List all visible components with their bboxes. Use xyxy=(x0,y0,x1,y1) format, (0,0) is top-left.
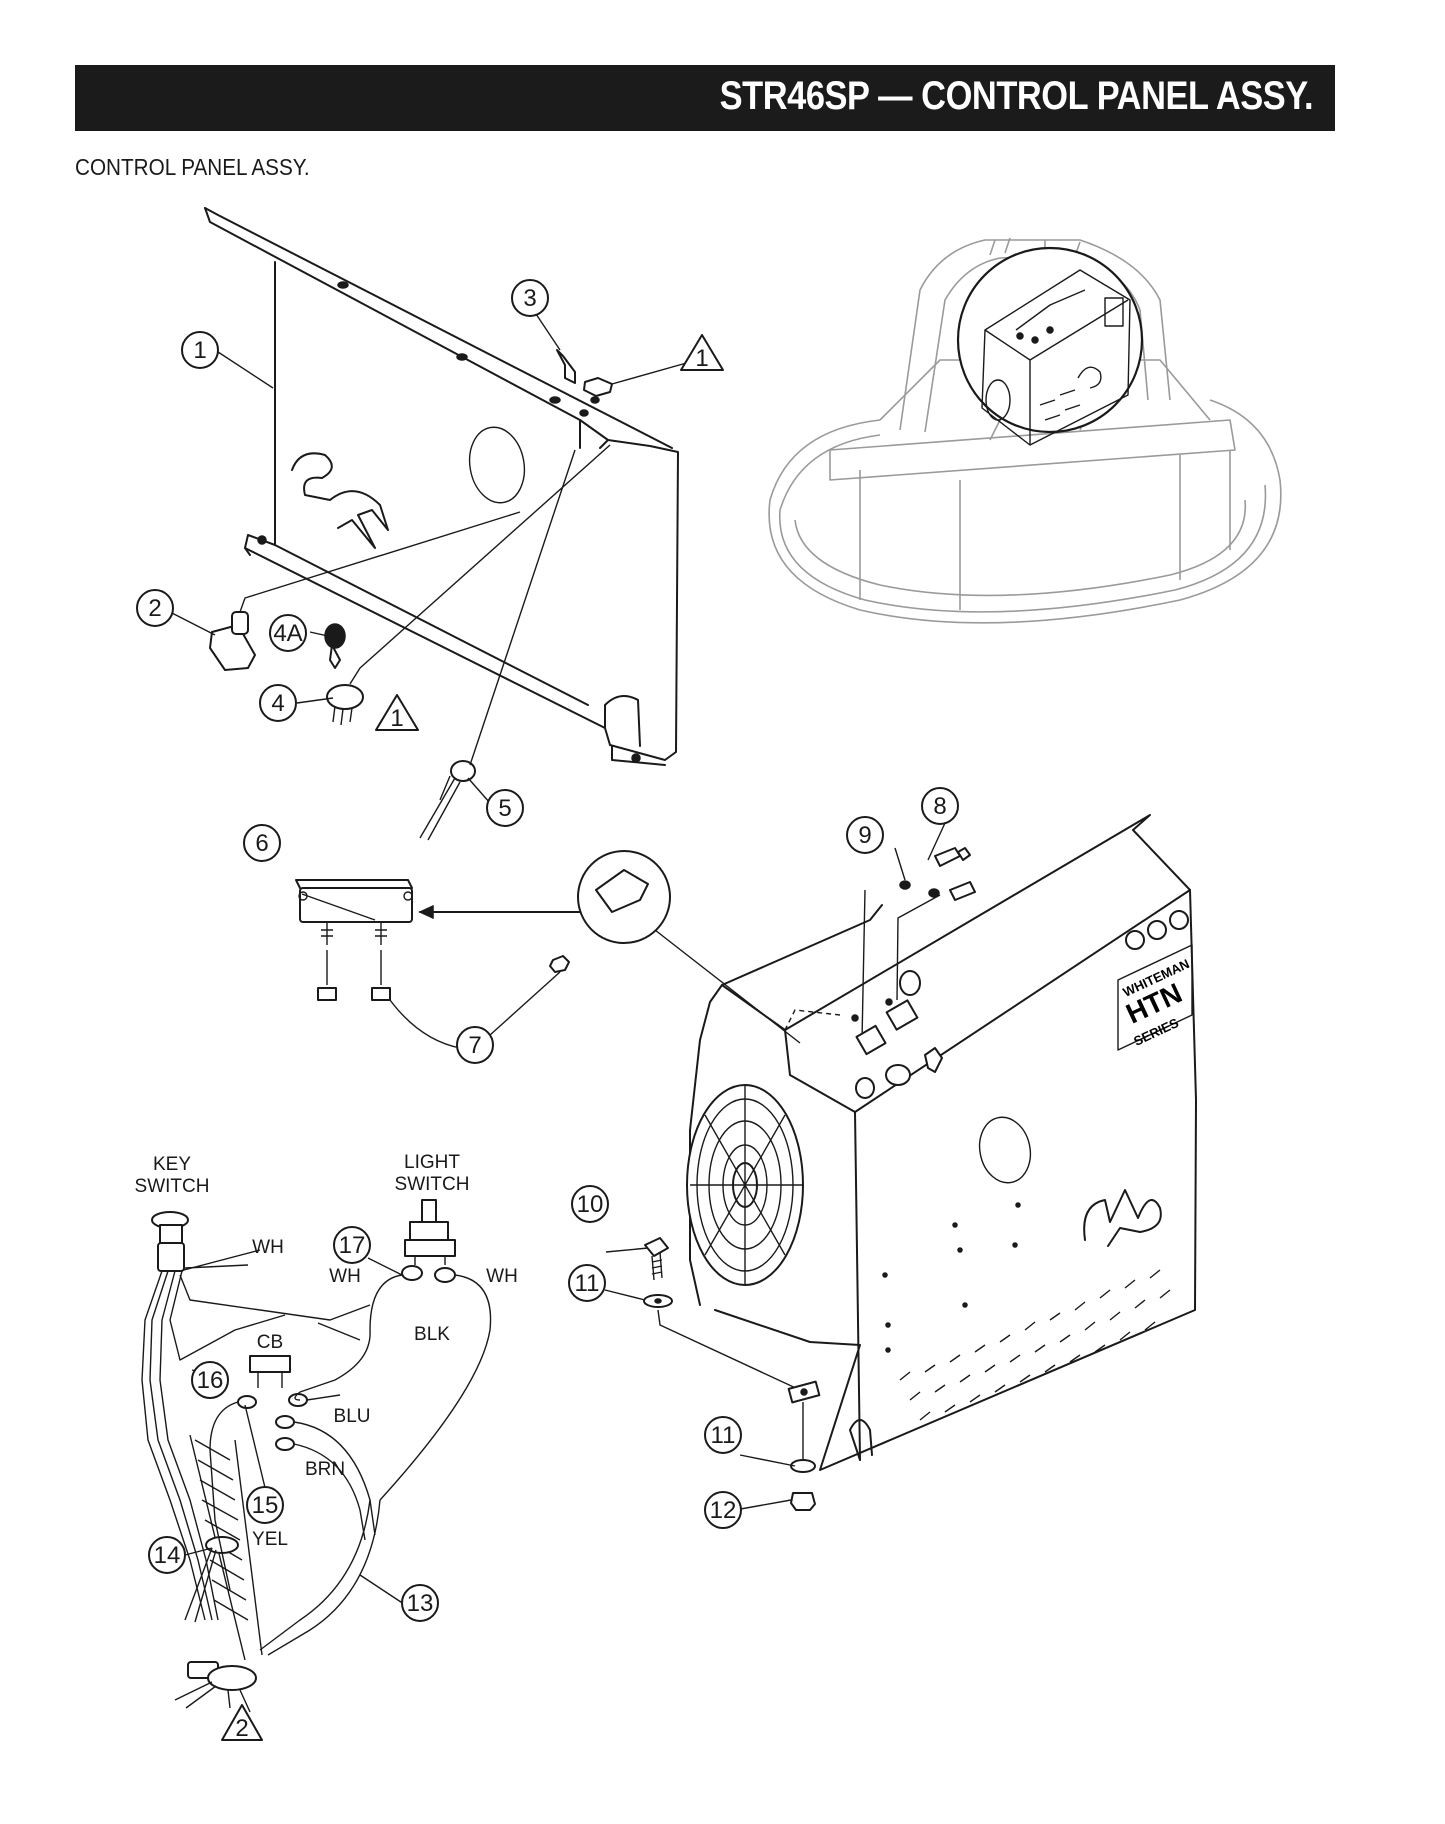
callout-13: 13 xyxy=(401,1584,439,1622)
callout-15: 15 xyxy=(246,1486,284,1524)
part-5-cable-grommet xyxy=(419,449,576,841)
callout-9: 9 xyxy=(846,816,884,854)
control-panel-bracket xyxy=(204,207,679,766)
key-switch-label-line1: KEY xyxy=(153,1154,191,1175)
callout-11-upper: 11 xyxy=(568,1264,606,1302)
wire-label-brn: BRN xyxy=(305,1459,345,1480)
svg-text:3: 3 xyxy=(523,285,536,312)
wire-label-wh-key: WH xyxy=(252,1237,284,1258)
svg-text:4A: 4A xyxy=(273,620,302,647)
callout-12: 12 xyxy=(704,1491,742,1529)
svg-text:16: 16 xyxy=(197,1367,224,1394)
svg-text:1: 1 xyxy=(695,345,708,372)
svg-text:17: 17 xyxy=(339,1232,366,1259)
key-switch-label-line2: SWITCH xyxy=(135,1176,210,1197)
callout-16: 16 xyxy=(191,1361,229,1399)
svg-text:2: 2 xyxy=(235,1715,248,1742)
wire-label-yel: YEL xyxy=(252,1529,288,1550)
callout-6: 6 xyxy=(243,824,281,862)
svg-text:11: 11 xyxy=(711,1422,736,1449)
console-housing: WHITEMAN HTN SERIES xyxy=(686,814,1197,1471)
svg-text:1: 1 xyxy=(193,337,206,364)
svg-text:11: 11 xyxy=(575,1270,600,1297)
callout-4: 4 xyxy=(259,684,297,722)
part-6-circuit-breaker xyxy=(295,879,581,1001)
part-4-key-switch xyxy=(324,444,611,726)
callout-leaders xyxy=(169,307,796,1609)
note-triangle-2: 2 xyxy=(221,1689,263,1742)
callout-3: 3 xyxy=(511,279,549,317)
part-3-toggle xyxy=(556,349,613,397)
header-bar: STR46SP — CONTROL PANEL ASSY. xyxy=(75,65,1335,131)
callout-5: 5 xyxy=(486,789,524,827)
machine-overview xyxy=(768,237,1282,624)
svg-text:4: 4 xyxy=(271,690,284,717)
callout-17: 17 xyxy=(333,1226,371,1264)
note-triangle-1-lower: 1 xyxy=(375,694,419,732)
wire-label-blu: BLU xyxy=(334,1406,371,1427)
svg-text:1: 1 xyxy=(390,705,403,732)
callout-4a: 4A xyxy=(269,614,307,652)
light-switch-label-line2: SWITCH xyxy=(395,1174,470,1195)
svg-text:12: 12 xyxy=(710,1497,737,1524)
svg-text:8: 8 xyxy=(933,793,946,820)
svg-text:2: 2 xyxy=(148,595,161,622)
wire-label-blk: BLK xyxy=(414,1324,450,1345)
page-title: STR46SP — CONTROL PANEL ASSY. xyxy=(719,74,1314,118)
svg-text:10: 10 xyxy=(577,1191,604,1218)
part-8-9-screws xyxy=(861,822,976,1041)
callout-10: 10 xyxy=(571,1185,609,1223)
note-triangle-1-upper: 1 xyxy=(680,334,724,372)
part-7-nuts xyxy=(389,850,801,1049)
part-2-push-button xyxy=(209,511,521,671)
callout-7: 7 xyxy=(456,1026,494,1064)
section-title: CONTROL PANEL ASSY. xyxy=(75,154,310,180)
callout-1: 1 xyxy=(181,331,219,369)
svg-text:15: 15 xyxy=(252,1492,279,1519)
svg-text:9: 9 xyxy=(858,822,871,849)
svg-text:14: 14 xyxy=(154,1542,181,1569)
callout-11-lower: 11 xyxy=(704,1416,742,1454)
callout-2: 2 xyxy=(136,589,174,627)
callout-14: 14 xyxy=(148,1536,186,1574)
cb-label: CB xyxy=(257,1332,283,1353)
wire-label-wh-left: WH xyxy=(329,1266,361,1287)
svg-text:13: 13 xyxy=(407,1590,434,1617)
wire-harness xyxy=(141,1199,492,1713)
svg-text:7: 7 xyxy=(468,1032,481,1059)
light-switch-label-line1: LIGHT xyxy=(404,1152,460,1173)
part-10-12-hardware xyxy=(643,1237,821,1511)
wire-label-wh-right: WH xyxy=(486,1266,518,1287)
callout-8: 8 xyxy=(921,787,959,825)
svg-text:6: 6 xyxy=(255,830,268,857)
svg-text:5: 5 xyxy=(498,795,511,822)
